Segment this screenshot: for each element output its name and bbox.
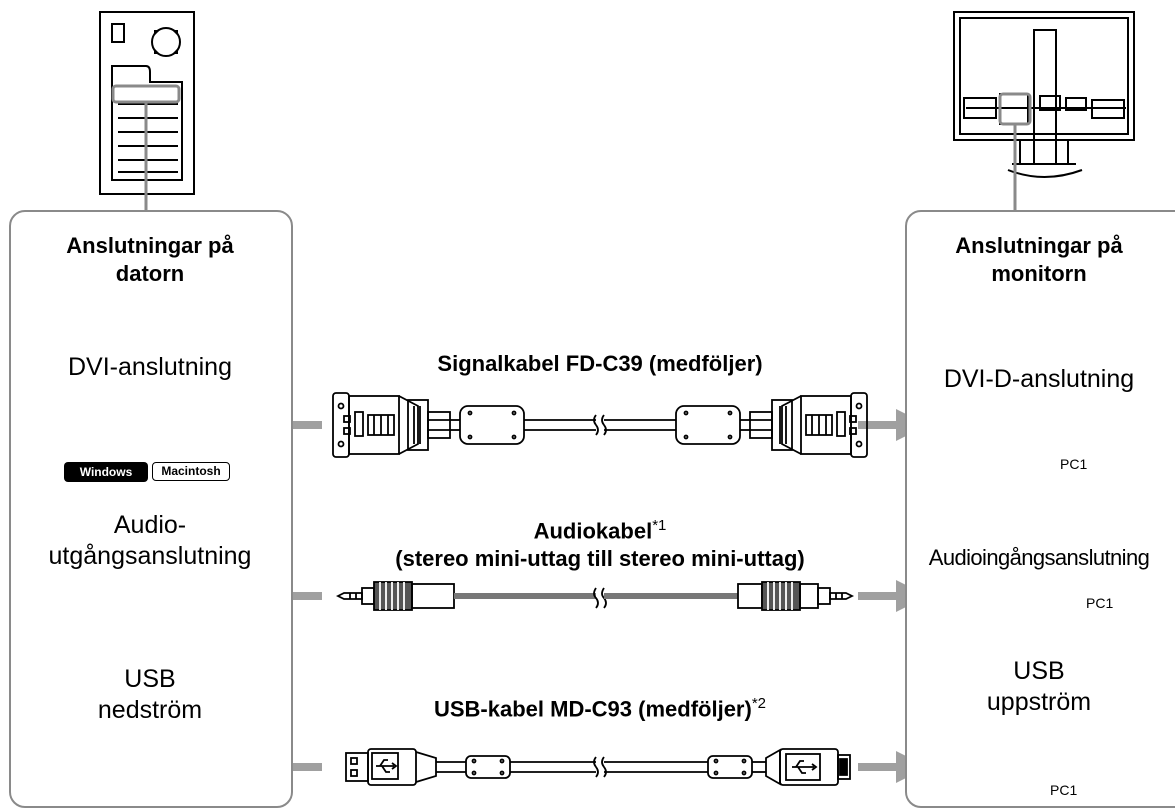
monitor-dvi-label: DVI-D-anslutning: [943, 365, 1135, 393]
computer-panel-title: Anslutningar på datorn: [9, 232, 291, 288]
pc-tower-illustration: [99, 11, 195, 212]
computer-audio-label-line2: utgångsanslutning: [48, 542, 252, 570]
audio-cable-label: Audiokabel*1 (stereo mini-uttag till ste…: [300, 512, 900, 573]
monitor-audio-port-tag: PC1: [1086, 595, 1114, 611]
monitor-usb-port-tag: PC1: [1050, 782, 1078, 798]
computer-panel: [9, 210, 293, 808]
computer-usb-label-line1: USB: [124, 665, 176, 693]
monitor-panel: [905, 210, 1175, 808]
signal-cable-illustration: [332, 392, 868, 458]
audio-cable-footnote: *1: [652, 517, 667, 534]
computer-panel-title-line2: datorn: [115, 261, 185, 286]
computer-usb-label-line2: nedström: [97, 696, 203, 724]
computer-audio-label: Audio- utgångsanslutning: [9, 510, 291, 572]
signal-cable-label: Signalkabel FD-C39 (medföljer): [437, 351, 763, 376]
os-macintosh-badge: Macintosh: [152, 462, 230, 481]
usb-cable-footnote: *2: [751, 695, 767, 712]
usb-cable-illustration: [345, 748, 851, 786]
computer-audio-label-line1: Audio-: [113, 511, 187, 539]
os-windows-badge: Windows: [64, 462, 148, 482]
monitor-audio-label: Audioingångsanslutning: [928, 545, 1150, 570]
monitor-panel-title-line1: Anslutningar på: [955, 233, 1123, 258]
monitor-usb-label-line2: uppström: [986, 688, 1092, 716]
monitor-dvi-port-tag: PC1: [1060, 456, 1088, 472]
audio-cable-label-line1: Audiokabel*1: [300, 512, 900, 545]
monitor-usb-label: USB uppström: [905, 656, 1173, 718]
monitor-panel-title: Anslutningar på monitorn: [905, 232, 1173, 288]
monitor-illustration: [953, 11, 1135, 212]
computer-panel-title-line1: Anslutningar på: [66, 233, 234, 258]
audio-cable-label-line2: (stereo mini-uttag till stereo mini-utta…: [395, 546, 805, 572]
usb-cable-label: USB-kabel MD-C93 (medföljer)*2: [300, 690, 900, 723]
monitor-panel-title-line2: monitorn: [991, 261, 1087, 286]
usb-cable-name: USB-kabel MD-C93 (medföljer): [433, 696, 752, 722]
audio-cable-name: Audiokabel: [533, 518, 653, 544]
computer-dvi-label: DVI-anslutning: [68, 353, 232, 381]
monitor-usb-label-line1: USB: [1013, 657, 1065, 685]
computer-usb-label: USB nedström: [9, 664, 291, 726]
audio-cable-illustration: [335, 581, 855, 611]
